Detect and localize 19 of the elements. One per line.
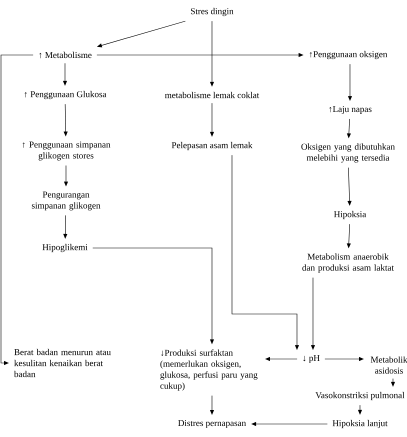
node-text: ↑ Penggunaan simpanan glikogen stores: [22, 142, 110, 160]
node-text: Oksigen yang dibutuhkan melebihi yang tersedia: [301, 143, 395, 163]
node-text: Stres dingin: [190, 8, 234, 16]
node-text: Distres pernapasan: [178, 420, 246, 428]
node-text: metabolisme lemak coklat: [164, 92, 260, 98]
node-text: ↑ Penggunaan Glukosa: [24, 90, 106, 100]
node-text: Hipoglikemi: [42, 244, 88, 252]
node-text: Vasokonstriksi pulmonal: [315, 392, 404, 400]
node-text: Pengurangan simpanan glikogen: [32, 192, 100, 210]
node-text: Berat badan menurun atau kesulitan kenaikan berat badan: [14, 348, 111, 378]
node-text: Pelepasan asam lemak: [172, 142, 252, 150]
node-text: Metabolism anaerobik dan produksi asam laktat: [302, 253, 394, 273]
node-text: ↑Laju napas: [329, 106, 372, 114]
node-text: ↑Penggunaan oksigen: [310, 50, 388, 60]
node-text: ↓Produksi surfaktan (memerlukan oksigen, glukosa, perfusi paru yang cukup): [160, 349, 258, 391]
node-text: Hipoksia: [334, 210, 366, 220]
node-text: ↑ Metabolisme: [39, 52, 92, 58]
node-text: ↓ pH: [303, 355, 320, 363]
node-text: Hipoksia lanjut: [332, 420, 388, 428]
